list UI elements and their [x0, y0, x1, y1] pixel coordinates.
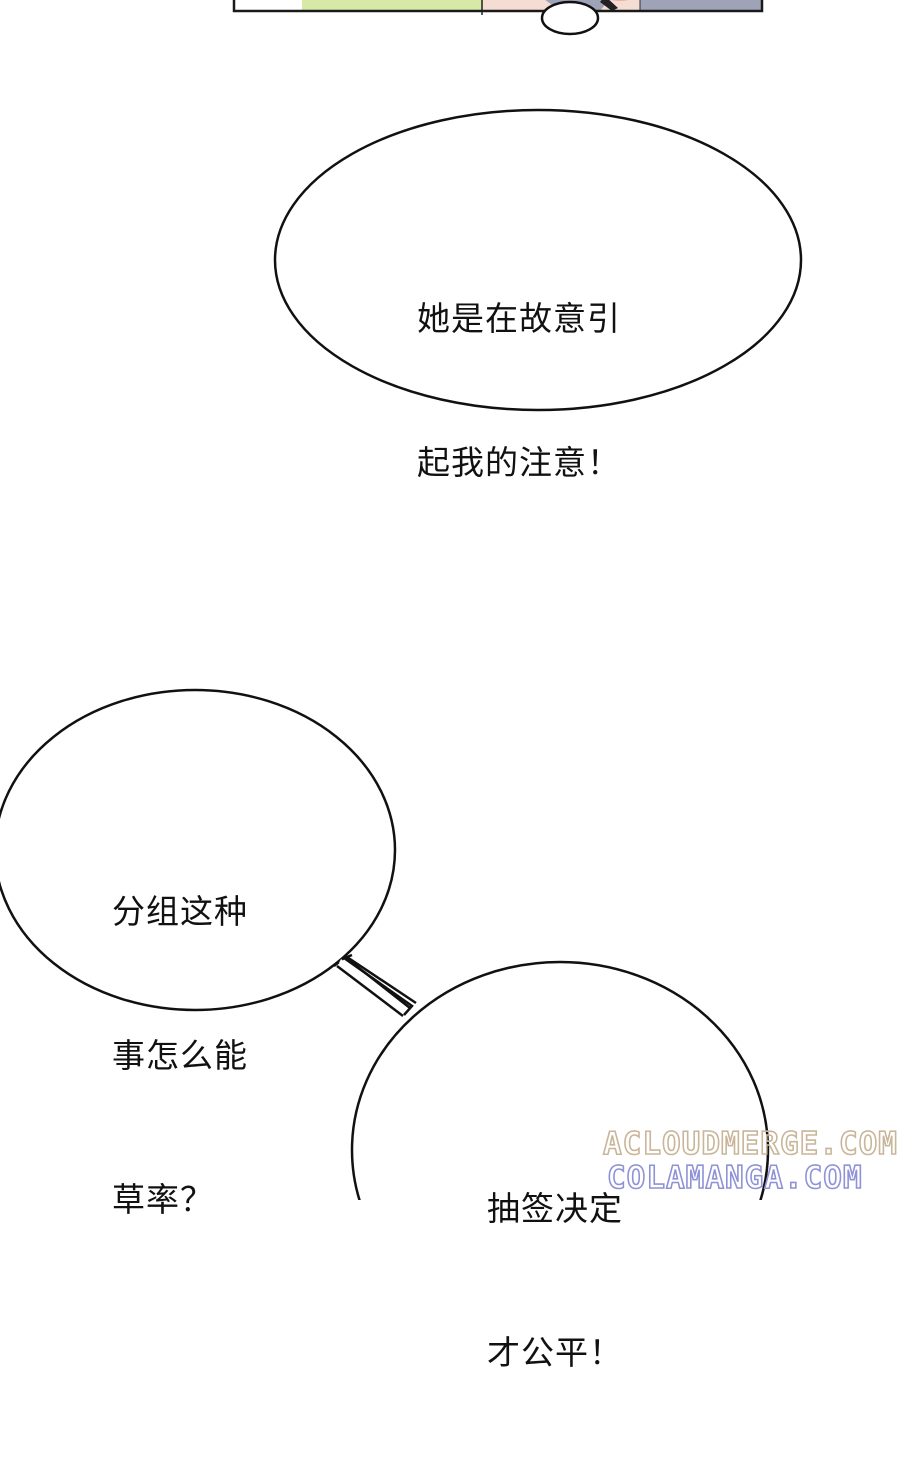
watermark-acloudmerge: ACLOUDMERGE.COM	[602, 1125, 898, 1163]
comic-artwork	[0, 0, 803, 1200]
bubble-2-text: 分组这种 事怎么能 草率？	[112, 792, 248, 1320]
bubble-3-line-1: 抽签决定	[487, 1189, 623, 1228]
bubble-1-text: 她是在故意引 起我的注意！	[417, 199, 621, 583]
bubble-2-line-1: 分组这种	[112, 892, 248, 931]
speech-bubble-2	[0, 688, 397, 1012]
speech-bubble-1	[273, 108, 803, 412]
bubble-3-line-2: 才公平！	[487, 1333, 623, 1372]
comic-page: 她是在故意引 起我的注意！ 分组这种 事怎么能 草率？ 抽签决定 才公平！ AC…	[0, 0, 898, 1372]
bubble-1-line-2: 起我的注意！	[417, 443, 621, 482]
bubble-2-line-3: 草率？	[112, 1180, 214, 1219]
top-panel	[232, 0, 764, 36]
watermark-colamanga: COLAMANGA.COM	[606, 1159, 863, 1197]
bubble-1-line-1: 她是在故意引	[417, 299, 621, 338]
bubble-2-line-2: 事怎么能	[112, 1036, 248, 1075]
speech-bubble-3	[350, 960, 770, 1200]
